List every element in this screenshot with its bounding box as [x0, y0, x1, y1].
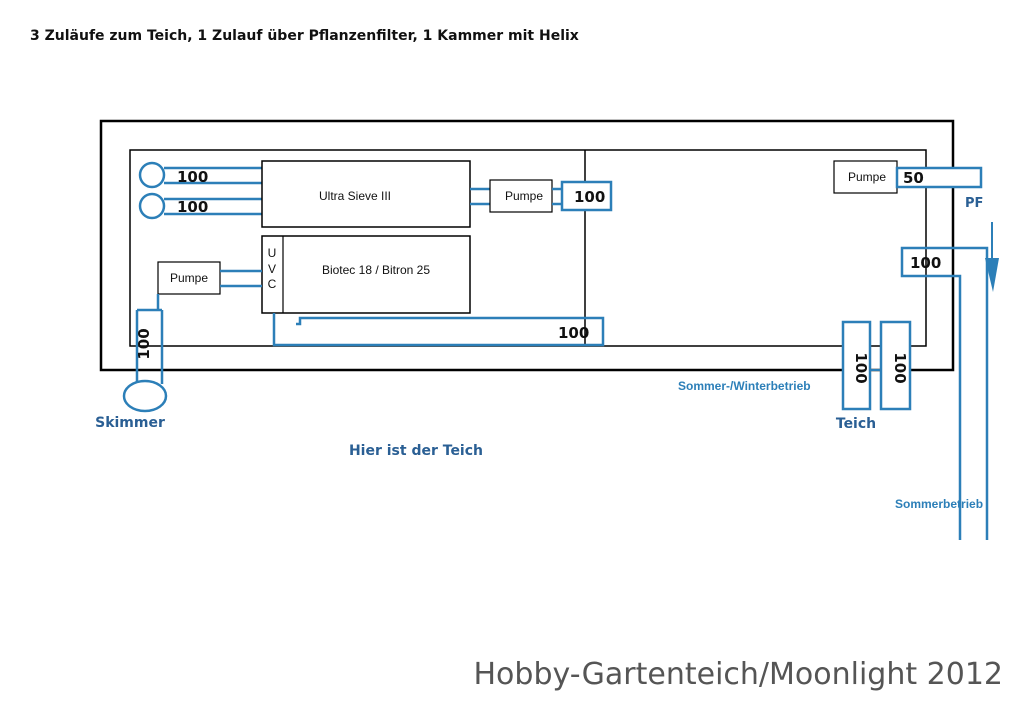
summer-winter-label: Sommer-/Winterbetrieb — [678, 379, 811, 393]
sommer-pipe-label: 100 — [910, 254, 941, 272]
inlet-bottom-label: 100 — [177, 198, 208, 216]
pf-pump-box — [833, 160, 898, 194]
biotec-return-pipe — [272, 313, 605, 347]
skimmer-pipe-label: 100 — [135, 328, 153, 359]
pump-outlet-pipes — [552, 187, 562, 206]
ultra-sieve-label: Ultra Sieve III — [319, 189, 391, 203]
return-pipe-label: 100 — [558, 324, 589, 342]
inlet-pipes — [164, 166, 262, 216]
middle-pump-box — [489, 179, 553, 213]
inlet-top-circle — [138, 161, 166, 189]
sieve-pump-pipes — [470, 187, 490, 206]
uvc-letter-c: C — [268, 277, 277, 291]
biotec-label: Biotec 18 / Bitron 25 — [322, 263, 430, 277]
teich-pipe-left-label: 100 — [852, 352, 870, 383]
pond-label: Hier ist der Teich — [349, 443, 483, 459]
skimmer-label: Skimmer — [95, 415, 165, 431]
sieve-outlet-pipe — [560, 180, 613, 212]
middle-pump-label: Pumpe — [505, 189, 543, 203]
skimmer-icon — [122, 379, 168, 413]
sommer-pipe — [900, 246, 989, 540]
skimmer-pipe — [135, 294, 164, 384]
summer-label: Sommerbetrieb — [895, 497, 983, 511]
watermark: Hobby-Gartenteich/Moonlight 2012 — [474, 657, 1004, 692]
left-pump-to-uvc-pipes — [220, 269, 262, 288]
flow-arrow-icon — [985, 222, 999, 292]
pf-pipe-label: 50 — [903, 169, 924, 187]
pf-pipe — [895, 166, 983, 189]
pond-outer-frame — [99, 119, 955, 372]
diagram-title: 3 Zuläufe zum Teich, 1 Zulauf über Pflan… — [30, 28, 579, 44]
uvc-letter-u: U — [268, 246, 277, 260]
teich-pipe-right-label: 100 — [891, 352, 909, 383]
left-pump-label: Pumpe — [170, 271, 208, 285]
ultra-sieve-box — [261, 160, 471, 228]
sieve-outlet-label: 100 — [574, 188, 605, 206]
filter-chamber-frame — [129, 149, 927, 347]
teich-pipe-left — [841, 320, 872, 411]
biotec-box — [261, 235, 471, 314]
teich-label: Teich — [836, 416, 876, 432]
uvc-letter-v: V — [268, 262, 276, 276]
inlet-bottom-circle — [138, 192, 166, 220]
pf-label: PF — [965, 196, 983, 211]
inlet-top-label: 100 — [177, 168, 208, 186]
left-pump-box — [157, 261, 221, 295]
teich-pipe-right — [879, 320, 912, 411]
pf-pump-label: Pumpe — [848, 170, 886, 184]
